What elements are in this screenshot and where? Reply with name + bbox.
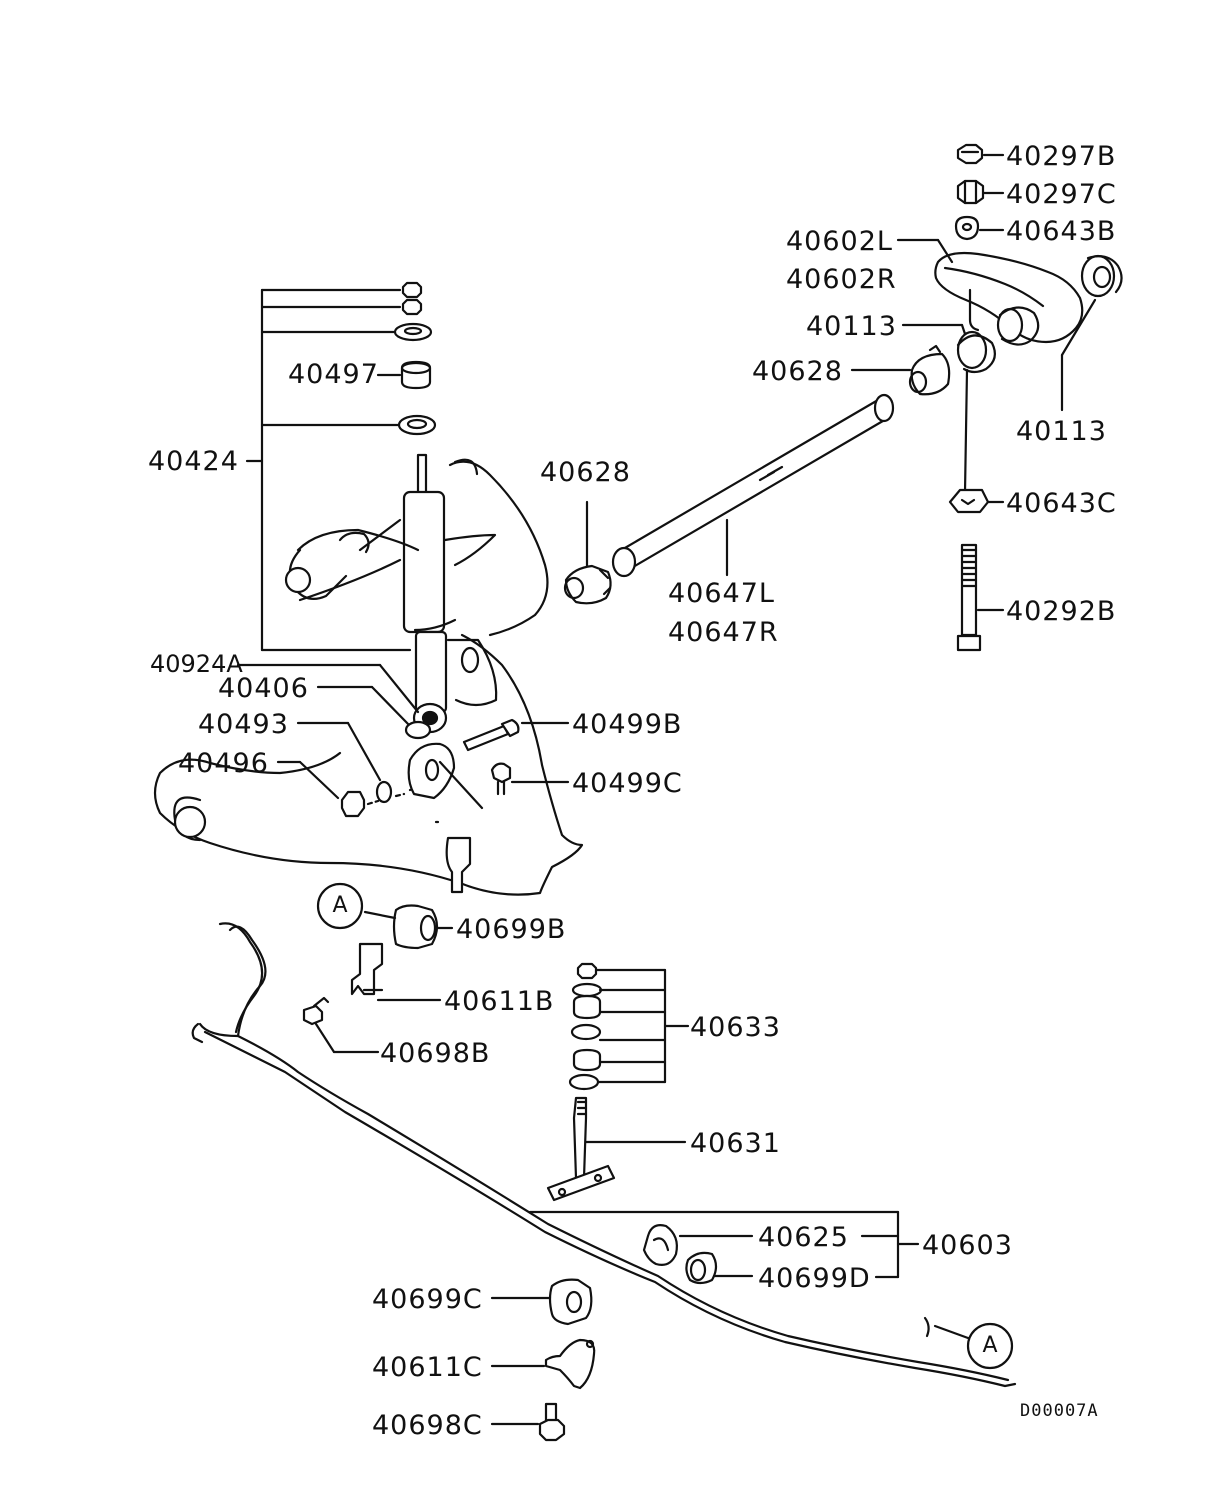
stabilizer-bar-drawing <box>193 923 1015 1386</box>
callout-40297c: 40297C <box>1006 179 1117 210</box>
callout-40496: 40496 <box>178 748 269 779</box>
link-bolt-40631-drawing <box>548 1098 614 1200</box>
callout-40628-right: 40628 <box>752 356 843 387</box>
callout-40602r: 40602R <box>786 264 897 295</box>
shock-lower-bracket-drawing <box>409 744 454 798</box>
bushing-40643b-drawing <box>956 217 978 239</box>
shock-bracket-40424-drawing <box>247 290 410 650</box>
callout-40647l: 40647L <box>668 578 775 609</box>
callout-40631: 40631 <box>690 1128 781 1159</box>
nut-40496-drawing <box>342 792 364 816</box>
bolt-40698c-drawing <box>540 1404 564 1440</box>
nut-40297b-drawing <box>958 145 982 163</box>
bushing-40406-drawing <box>406 722 430 738</box>
callout-40699c: 40699C <box>372 1284 483 1315</box>
washer-drawing <box>399 416 435 434</box>
callout-40924a: 40924A <box>150 650 243 678</box>
callout-40611c: 40611C <box>372 1352 483 1383</box>
callout-40113-lower: 40113 <box>1016 416 1107 447</box>
callout-40633: 40633 <box>690 1012 781 1043</box>
bushing-40497-drawing <box>402 362 430 388</box>
reference-marker-circle-top <box>318 884 362 928</box>
bushing-40699c-drawing <box>550 1280 591 1324</box>
upper-control-arm-drawing <box>286 460 547 635</box>
callout-40602l: 40602L <box>786 226 893 257</box>
callout-40297b: 40297B <box>1006 141 1117 172</box>
boot-40628-left-drawing <box>565 566 611 603</box>
callout-40698b: 40698B <box>380 1038 491 1069</box>
bracket-40611b-drawing <box>352 944 382 994</box>
callout-40603: 40603 <box>922 1230 1013 1261</box>
bolt-40499c-drawing <box>492 764 510 794</box>
callout-40113-upper: 40113 <box>806 311 897 342</box>
callout-40499b: 40499B <box>572 709 683 740</box>
bracket-40611c-drawing <box>546 1340 594 1388</box>
bushing-40113-drawing <box>958 307 1038 372</box>
callout-40699b: 40699B <box>456 914 567 945</box>
callout-40292b: 40292B <box>1006 596 1117 627</box>
bracket-40633-lines <box>596 970 688 1082</box>
callout-40643b: 40643B <box>1006 216 1117 247</box>
shock-top-nuts-drawing <box>395 283 431 340</box>
upper-arm-40602-drawing <box>935 253 1121 342</box>
reference-marker-bottom: A <box>982 1333 998 1358</box>
callout-40406: 40406 <box>218 673 309 704</box>
callout-40499c: 40499C <box>572 768 683 799</box>
bolt-40499b-drawing <box>464 720 518 750</box>
callout-40611b: 40611B <box>444 986 555 1017</box>
drawing-code: D00007A <box>1020 1401 1099 1421</box>
callout-40628-left: 40628 <box>540 457 631 488</box>
boot-40628-drawing <box>910 346 949 394</box>
bushing-40699d-drawing <box>686 1253 716 1283</box>
callout-40493: 40493 <box>198 709 289 740</box>
bolt-40292b-drawing <box>958 545 980 650</box>
callout-40424: 40424 <box>148 446 239 477</box>
washer-40493-drawing <box>377 782 391 802</box>
bolt-40698b-drawing <box>304 998 328 1024</box>
callout-40698c: 40698C <box>372 1410 483 1441</box>
reference-marker-circle-bottom <box>968 1324 1012 1368</box>
clamp-40625-drawing <box>644 1225 677 1265</box>
reference-marker-top: A <box>332 893 348 918</box>
nut-40297c-drawing <box>958 181 983 203</box>
shock-absorber-drawing <box>404 455 446 732</box>
drive-shaft-40647-drawing <box>613 395 893 576</box>
callout-40497: 40497 <box>288 359 379 390</box>
callout-40647r: 40647R <box>668 617 779 648</box>
bushing-40643c-drawing <box>950 490 988 512</box>
callout-40643c: 40643C <box>1006 488 1117 519</box>
callout-40699d: 40699D <box>758 1263 871 1294</box>
bushing-stack-40633-drawing <box>570 964 601 1089</box>
bushing-40699b-drawing <box>394 906 437 949</box>
callout-40625: 40625 <box>758 1222 849 1253</box>
